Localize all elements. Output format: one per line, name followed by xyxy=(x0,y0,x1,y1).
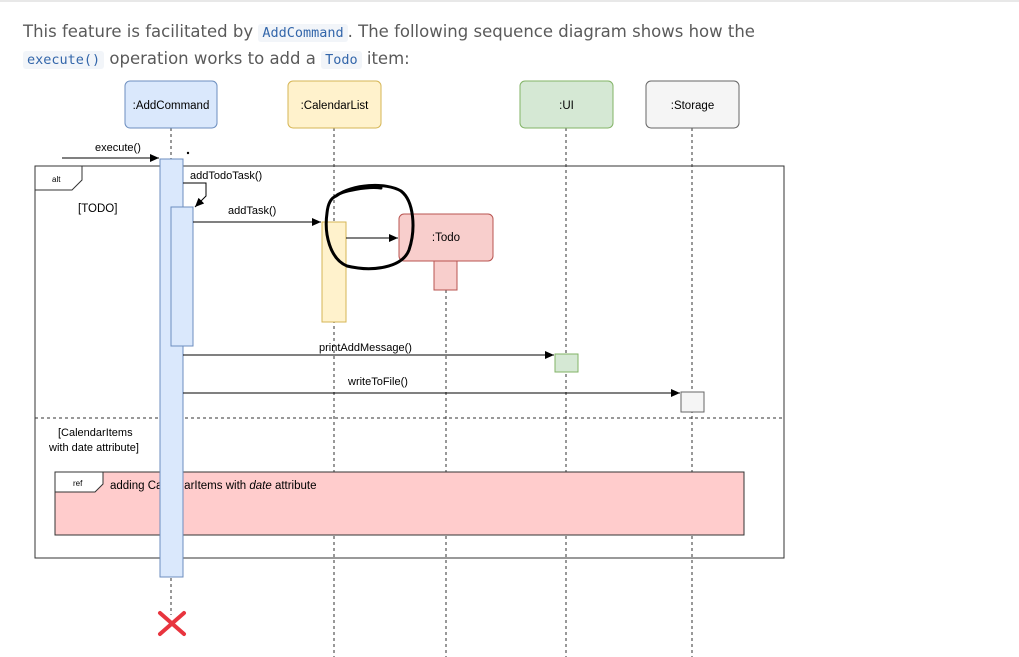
guard-calendar-line1: [CalendarItems xyxy=(58,427,133,439)
participant-ui-label: :UI xyxy=(559,100,574,112)
intro-text-3: operation works to add a xyxy=(104,49,322,68)
ref-text-suffix: attribute xyxy=(272,480,317,492)
top-divider xyxy=(0,0,1019,2)
participant-calendarlist: :CalendarList xyxy=(287,80,382,129)
activation-storage xyxy=(680,391,705,413)
participant-calendarlist-label: :CalendarList xyxy=(301,100,370,112)
intro-text-4: item: xyxy=(361,49,410,68)
participant-todo-label: :Todo xyxy=(432,232,460,244)
message-printaddmessage-label: printAddMessage() xyxy=(319,342,412,354)
intro-paragraph: This feature is facilitated by AddComman… xyxy=(23,19,1003,73)
message-writetofile-label: writeToFile() xyxy=(347,376,408,388)
guard-calendar-line2: with date attribute] xyxy=(48,442,139,454)
message-execute-label: execute() xyxy=(95,142,141,154)
participant-addcommand-label: :AddCommand xyxy=(133,100,210,112)
ref-text-italic: date xyxy=(249,480,271,492)
activation-calendarlist xyxy=(321,221,347,323)
participant-ui: :UI xyxy=(519,80,614,129)
handdrawn-circle-annotation xyxy=(324,183,415,271)
participant-ui-box xyxy=(519,80,614,129)
participant-todo: :Todo xyxy=(398,213,494,262)
ref-fragment-text: adding CalendarItems with date attribute xyxy=(110,480,317,492)
stray-dot xyxy=(186,151,190,155)
ref-fragment-label: ref xyxy=(73,479,83,488)
participant-storage: :Storage xyxy=(645,80,740,129)
message-addtodotask-label: addTodoTask() xyxy=(190,170,262,182)
code-todo: Todo xyxy=(321,51,362,69)
message-addtask-label: addTask() xyxy=(228,205,276,217)
activation-addcommand-nested xyxy=(170,206,194,347)
intro-text-1: This feature is facilitated by xyxy=(23,22,259,41)
intro-text-2: . The following sequence diagram shows h… xyxy=(347,22,755,41)
alt-fragment-tab xyxy=(34,165,83,191)
participant-addcommand-box xyxy=(124,80,218,129)
participant-todo-box xyxy=(398,213,494,262)
code-addcommand: AddCommand xyxy=(258,24,348,42)
guard-todo: [TODO] xyxy=(78,203,117,215)
code-execute: execute() xyxy=(23,51,105,69)
participant-calendarlist-box xyxy=(287,80,382,129)
ref-fragment-tab xyxy=(54,471,104,493)
alt-fragment-label: alt xyxy=(52,175,61,184)
participant-addcommand: :AddCommand xyxy=(124,80,218,129)
alt-fragment-frame xyxy=(34,165,785,559)
activation-ui xyxy=(554,353,579,373)
activation-todo xyxy=(433,260,458,291)
participant-storage-box xyxy=(645,80,740,129)
message-addtodotask-arrow xyxy=(183,182,207,208)
destroy-mark-icon xyxy=(158,611,186,636)
participant-storage-label: :Storage xyxy=(671,100,714,112)
